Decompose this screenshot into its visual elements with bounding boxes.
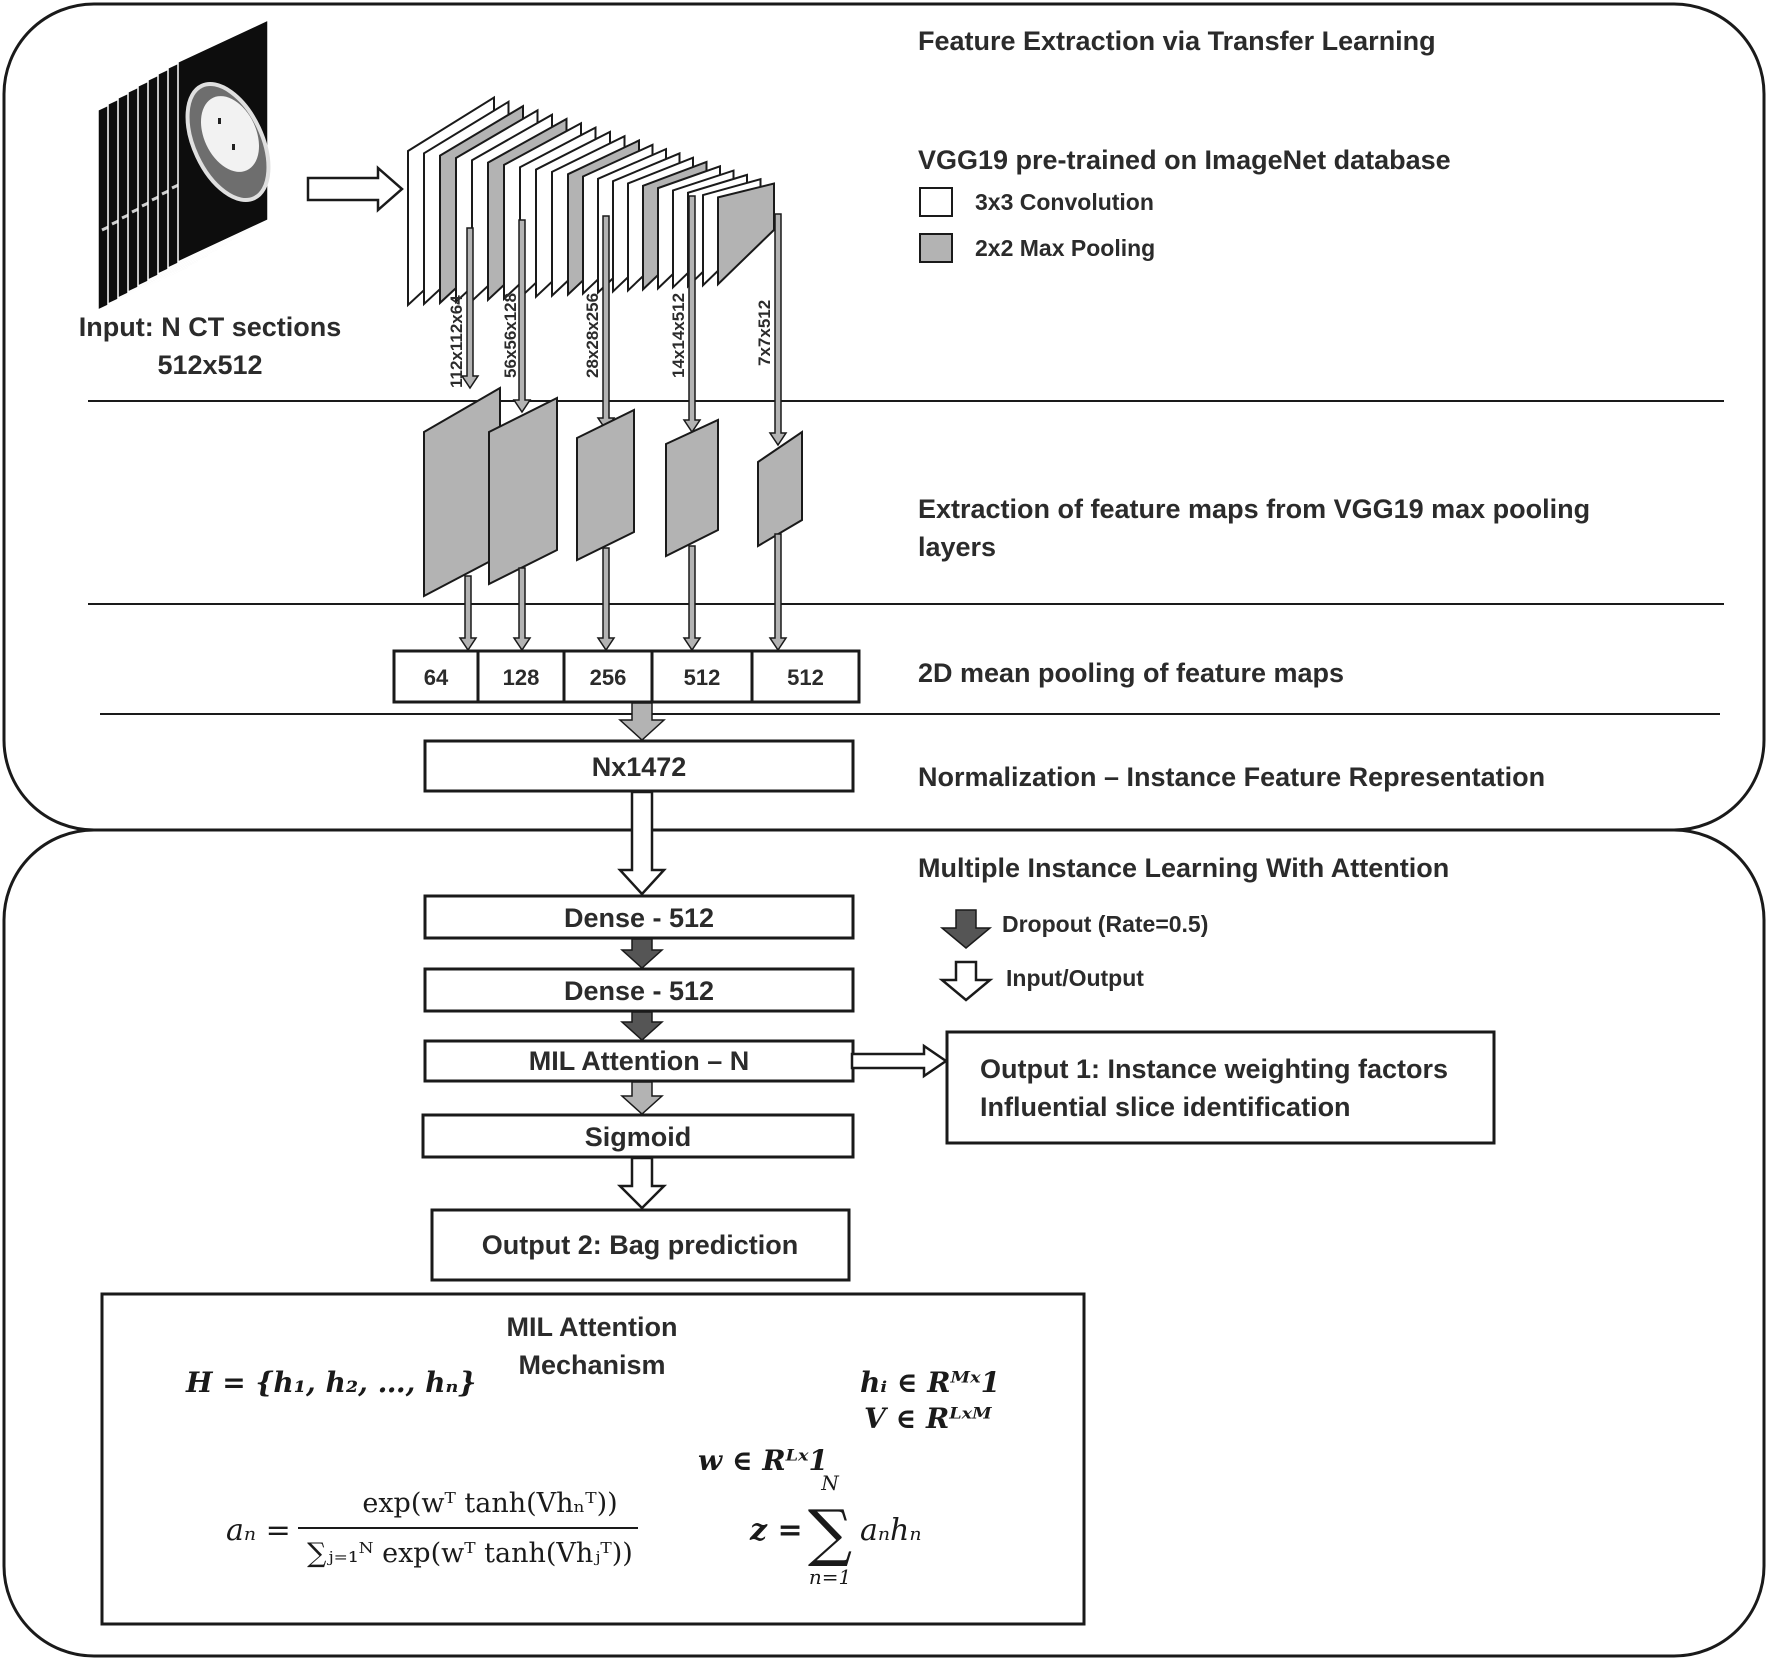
pool-value-label: 256 bbox=[590, 665, 627, 690]
h-space: hᵢ ∈ Rᴹˣ1 bbox=[860, 1366, 1000, 1399]
feature-map-arrow bbox=[512, 567, 532, 652]
z-eq-sum-top: N bbox=[820, 1471, 840, 1495]
dense1-to-dense2-arrow bbox=[620, 938, 664, 970]
pool-value-label: 512 bbox=[684, 665, 721, 690]
pool-output-arrow bbox=[512, 219, 532, 414]
pool-value-label: 128 bbox=[503, 665, 540, 690]
extraction-label-cont: layers bbox=[918, 532, 996, 562]
pool-to-norm-arrow bbox=[618, 702, 666, 742]
io-legend-arrow bbox=[938, 960, 994, 1002]
mechanism-box bbox=[100, 1292, 1086, 1626]
z-eq-sum-bottom: n=1 bbox=[809, 1565, 851, 1589]
attention-eq-lhs: aₙ = bbox=[226, 1513, 291, 1548]
ct-slice bbox=[177, 18, 271, 264]
norm-box bbox=[423, 739, 855, 793]
pool-value-cell bbox=[750, 649, 861, 704]
attention-to-sigmoid-arrow bbox=[620, 1081, 664, 1116]
attention-eq-denominator: ∑ⱼ₌₁ᴺ exp(wᵀ tanh(Vhⱼᵀ)) bbox=[307, 1538, 633, 1569]
feature-map-arrow bbox=[596, 547, 616, 652]
pool-output-arrow bbox=[460, 227, 480, 390]
layer-dimension-label: 28x28x256 bbox=[583, 293, 602, 378]
w-space: w ∈ Rᴸˣ1 bbox=[698, 1444, 828, 1477]
sigmoid-to-output2-arrow bbox=[616, 1156, 668, 1210]
output1-line1: Output 1: Instance weighting factors bbox=[980, 1054, 1448, 1084]
feature-map-arrow bbox=[458, 575, 478, 652]
pool-value-cell bbox=[392, 649, 480, 704]
pool-value-label: 64 bbox=[424, 665, 449, 690]
feature-map bbox=[576, 408, 635, 562]
feature-map-arrow bbox=[768, 533, 788, 652]
ct-image-stack bbox=[97, 18, 271, 312]
dense-layer-1-label: Dense - 512 bbox=[564, 903, 714, 933]
legend-pool-label: 2x2 Max Pooling bbox=[975, 235, 1155, 261]
layer-dimension-label: 112x112x64 bbox=[447, 295, 466, 388]
bag-definition: H = {h₁, h₂, …, hₙ} bbox=[185, 1366, 476, 1399]
output1-line2: Influential slice identification bbox=[980, 1092, 1351, 1122]
pool-output-arrow bbox=[768, 213, 788, 447]
mean-pooling-vector: 64 128 256 512 512 bbox=[392, 649, 861, 704]
legend-conv-swatch bbox=[919, 187, 953, 217]
legend-conv-label: 3x3 Convolution bbox=[975, 189, 1154, 215]
output1-box bbox=[945, 1030, 1496, 1145]
layer-dimension-label: 14x14x512 bbox=[669, 293, 688, 378]
vgg19-layer-stack bbox=[407, 95, 775, 308]
feature-maps bbox=[423, 386, 803, 598]
max-pool-layer bbox=[717, 182, 775, 287]
input-label: Input: N CT sections bbox=[79, 312, 342, 342]
z-eq-sum: ∑ bbox=[808, 1496, 852, 1569]
mean-pooling-label: 2D mean pooling of feature maps bbox=[918, 658, 1344, 688]
dropout-legend-label: Dropout (Rate=0.5) bbox=[1002, 911, 1208, 937]
feature-map bbox=[665, 418, 719, 558]
feature-map bbox=[757, 430, 803, 548]
output2-label: Output 2: Bag prediction bbox=[482, 1230, 799, 1260]
dense-layer-2-label: Dense - 512 bbox=[564, 976, 714, 1006]
mil-title: Multiple Instance Learning With Attentio… bbox=[918, 853, 1449, 883]
input-arrow bbox=[306, 165, 404, 213]
norm-to-dense-arrow bbox=[617, 790, 667, 896]
io-legend-label: Input/Output bbox=[1006, 965, 1144, 991]
z-eq-term: aₙhₙ bbox=[860, 1513, 922, 1548]
attention-layer-label: MIL Attention – N bbox=[529, 1046, 749, 1076]
pool-value-cell bbox=[476, 649, 566, 704]
pool-value-cell bbox=[650, 649, 754, 704]
mil-panel bbox=[2, 828, 1766, 1658]
pool-output-arrow bbox=[682, 195, 702, 434]
dropout-legend-arrow bbox=[939, 909, 993, 949]
norm-label: Normalization – Instance Feature Represe… bbox=[918, 762, 1545, 792]
attention-layer bbox=[423, 1039, 855, 1083]
attention-to-output1-arrow bbox=[850, 1043, 949, 1079]
feature-map bbox=[488, 396, 558, 586]
input-size-label: 512x512 bbox=[157, 350, 262, 380]
extraction-label: Extraction of feature maps from VGG19 ma… bbox=[918, 494, 1590, 524]
feature-map-arrow bbox=[682, 545, 702, 652]
norm-box-label: Nx1472 bbox=[592, 752, 687, 782]
mechanism-title: MIL Attention bbox=[507, 1312, 678, 1342]
legend-pool-swatch bbox=[919, 233, 953, 263]
dense2-to-attention-arrow bbox=[620, 1011, 664, 1042]
sigmoid-layer-label: Sigmoid bbox=[585, 1122, 692, 1152]
layer-dimension-label: 56x56x128 bbox=[501, 293, 520, 378]
layer-dimension-label: 7x7x512 bbox=[755, 300, 774, 366]
dense-layer-1 bbox=[423, 894, 855, 940]
attention-eq-numerator: exp(wᵀ tanh(Vhₙᵀ)) bbox=[362, 1488, 617, 1519]
vgg-title: VGG19 pre-trained on ImageNet database bbox=[918, 145, 1451, 175]
z-eq-lhs: z = bbox=[749, 1513, 803, 1548]
dense-layer-2 bbox=[423, 967, 855, 1013]
pool-value-label: 512 bbox=[787, 665, 824, 690]
mechanism-title-cont: Mechanism bbox=[518, 1350, 665, 1380]
feature-extraction-title: Feature Extraction via Transfer Learning bbox=[918, 26, 1436, 56]
output2-box bbox=[430, 1208, 851, 1282]
v-space: V ∈ Rᴸˣᴹ bbox=[864, 1402, 992, 1435]
